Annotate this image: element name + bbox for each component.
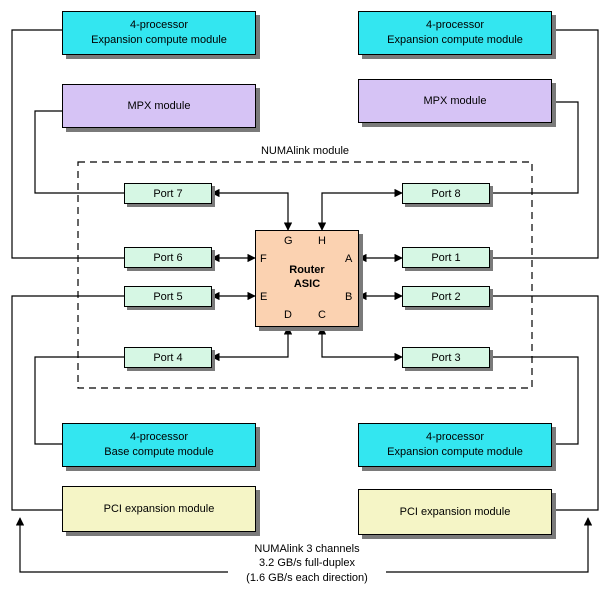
link-port4-router xyxy=(211,326,293,362)
numalink-module-label: NUMAlink module xyxy=(230,145,380,157)
router-port-b-label: B xyxy=(345,291,353,303)
numalink-module-border xyxy=(77,161,533,389)
port-5: Port 5 xyxy=(124,286,212,307)
router-port-f-label: F xyxy=(260,253,267,265)
router-title: Router ASIC xyxy=(289,264,325,291)
channels-arrow-left xyxy=(15,517,228,573)
mpx-module-left: MPX module xyxy=(62,84,256,128)
port-4: Port 4 xyxy=(124,347,212,368)
router-asic: G H F A Router ASIC E B D C xyxy=(255,230,359,327)
link-port8-router xyxy=(317,188,403,231)
link-top-right-to-port1 xyxy=(492,29,599,259)
port-8: Port 8 xyxy=(402,183,490,204)
router-port-d-label: D xyxy=(284,309,292,321)
numalink-channels-caption: NUMAlink 3 channels 3.2 GB/s full-duplex… xyxy=(246,543,368,584)
router-port-h-label: H xyxy=(318,235,326,247)
port-1: Port 1 xyxy=(402,247,490,268)
router-port-g-label: G xyxy=(284,235,293,247)
router-port-a-label: A xyxy=(345,253,353,265)
router-port-c-label: C xyxy=(318,309,326,321)
pci-expansion-module-right: PCI expansion module xyxy=(358,489,552,535)
link-pci-left-to-port5 xyxy=(11,295,124,511)
port-6: Port 6 xyxy=(124,247,212,268)
port-2: Port 2 xyxy=(402,286,490,307)
link-bottom-right-to-port3 xyxy=(492,356,579,445)
mpx-module-right: MPX module xyxy=(358,79,552,123)
port-7: Port 7 xyxy=(124,183,212,204)
link-pci-right-to-port2 xyxy=(492,295,599,511)
link-base-to-port4 xyxy=(34,356,124,445)
link-port7-router xyxy=(211,188,293,231)
pci-expansion-module-left: PCI expansion module xyxy=(62,486,256,532)
link-port3-router xyxy=(317,326,403,362)
link-top-left-to-port6 xyxy=(11,29,124,259)
router-port-e-label: E xyxy=(260,291,268,303)
link-mpx-left-to-port7 xyxy=(34,110,124,194)
channels-arrow-right xyxy=(386,517,593,573)
link-mpx-right-to-port8 xyxy=(492,101,579,194)
port-3: Port 3 xyxy=(402,347,490,368)
